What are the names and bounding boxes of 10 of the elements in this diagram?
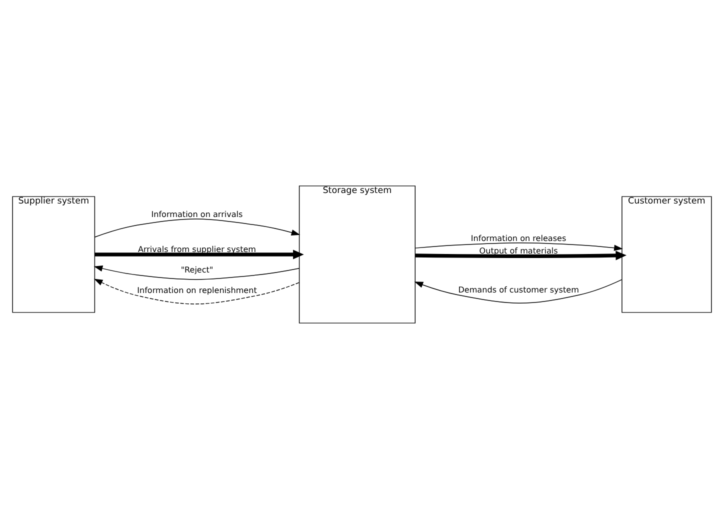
- arrow: [94, 249, 304, 259]
- arrow: [94, 278, 300, 304]
- arrow: [415, 250, 627, 260]
- arrow: [94, 265, 300, 280]
- node-box: Supplier system: [12, 196, 96, 312]
- node-box: Storage system: [298, 185, 416, 323]
- arrow: [94, 218, 300, 237]
- arrow: [415, 242, 623, 250]
- arrow: [414, 278, 622, 303]
- node-box: Customer system: [622, 196, 712, 312]
